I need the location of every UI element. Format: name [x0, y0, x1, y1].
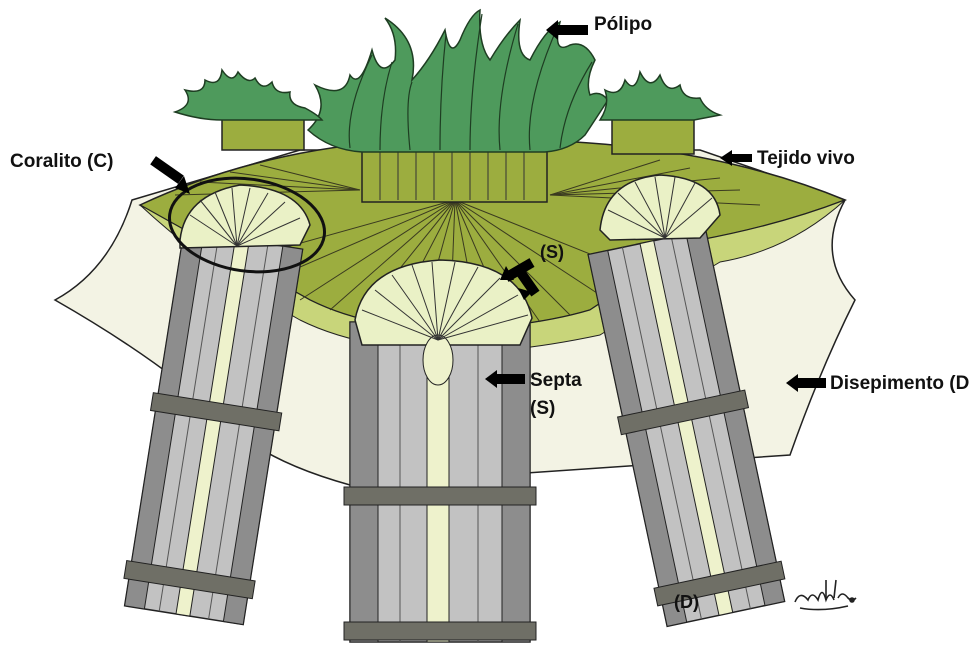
left-polyp-stalk: [222, 118, 304, 150]
left-polyp-tentacles: [175, 70, 322, 120]
right-polyp-tentacles: [600, 72, 720, 120]
center-dissepiment-band-1: [344, 487, 536, 505]
label-septa-line1: Septa: [530, 370, 582, 391]
label-dissepiment: Disepimento (D): [830, 373, 969, 394]
artist-signature: [795, 580, 856, 610]
label-dissepiment-marker: (D): [674, 592, 699, 612]
label-living-tissue: Tejido vivo: [757, 148, 855, 169]
label-septa-line2: (S): [530, 398, 555, 419]
polyp-stalk: [362, 150, 547, 202]
label-polyp: Pólipo: [594, 14, 652, 35]
center-dissepiment-band-2: [344, 622, 536, 640]
label-septa-marker: (S): [540, 242, 564, 262]
label-corallite: Coralito (C): [10, 151, 113, 172]
right-polyp-stalk: [612, 118, 694, 154]
